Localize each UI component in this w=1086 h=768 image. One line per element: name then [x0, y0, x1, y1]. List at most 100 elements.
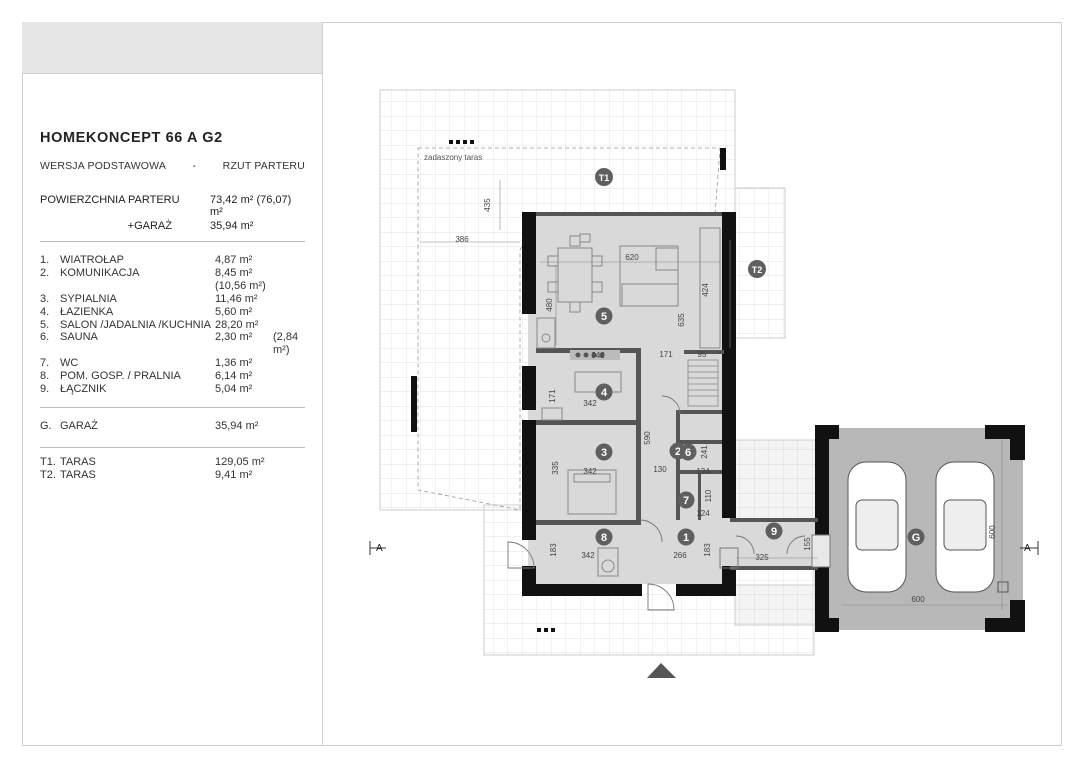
room-area: 5,60 m²	[215, 305, 253, 318]
dimension-label: 342	[583, 399, 597, 408]
room-name: ŁĄCZNIK	[60, 383, 107, 396]
room-marker-label: G	[912, 532, 921, 544]
dimension-label: 325	[755, 553, 769, 562]
divider	[40, 406, 305, 408]
dimension-label: 600	[988, 525, 997, 539]
roof-pillars	[449, 140, 555, 632]
room-name: SYPIALNIA	[60, 292, 117, 305]
dimension-label: 342	[581, 551, 595, 560]
room-marker: T1	[595, 168, 613, 186]
room-marker-circle	[677, 528, 695, 546]
dimension-label: 480	[545, 298, 554, 312]
page-frame	[22, 22, 1062, 746]
room-name: ŁAZIENKA	[60, 305, 114, 318]
garage-area-label: +GARAŻ	[127, 220, 172, 232]
dimension-label: 171	[548, 389, 557, 403]
section-marker-right: A	[1020, 541, 1039, 555]
dimension-label: 635	[677, 313, 686, 327]
room-number: 2.	[40, 266, 50, 279]
room-marker: G	[907, 528, 925, 546]
room-name: POM. GOSP. / PRALNIA	[60, 370, 181, 383]
room-marker: 4	[595, 383, 613, 401]
terrace-row: T1. TARAS 129,05 m²	[40, 456, 305, 469]
room-name: SAUNA	[60, 331, 98, 344]
room-area: 9,41 m²	[215, 468, 253, 481]
entrance-arrow-icon	[647, 663, 676, 678]
room-name: TARAS	[60, 455, 96, 468]
room-marker-label: 5	[601, 311, 607, 323]
room-area: 8,45 m² (10,56 m²)	[215, 266, 266, 292]
house-walls	[522, 212, 736, 596]
section-marker-left: A	[369, 541, 386, 555]
room-number: 4.	[40, 305, 50, 318]
garage-cars	[847, 461, 995, 593]
dimension-label: 183	[703, 543, 712, 557]
room-marker-label: 6	[685, 447, 691, 459]
room-number: T2.	[40, 468, 56, 481]
subtitle-separator: -	[192, 160, 197, 172]
room-marker-label: T2	[752, 265, 763, 275]
ground-area-row: POWIERZCHNIA PARTERU 73,42 m² (76,07) m²	[40, 194, 305, 218]
room-marker: 1	[677, 528, 695, 546]
version-label: WERSJA PODSTAWOWA	[40, 160, 167, 172]
room-area-extra: (2,84 m²)	[273, 331, 299, 357]
room-name: TARAS	[60, 468, 96, 481]
room-marker-label: 7	[683, 495, 689, 507]
dimension-label: 590	[643, 431, 652, 445]
room-number: 1.	[40, 254, 50, 266]
garage-area-row: +GARAŻ 35,94 m²	[40, 220, 305, 232]
covered-terrace-outline	[417, 147, 721, 511]
ground-area-value: 73,42 m² (76,07) m²	[210, 194, 292, 218]
dimension-label: 241	[700, 445, 709, 459]
room-marker-circle	[595, 383, 613, 401]
room-area: 5,04 m²	[215, 383, 253, 396]
room-marker: 9	[765, 522, 783, 540]
dimension-label: 155	[803, 537, 812, 551]
kitchen-counter	[570, 350, 620, 360]
room-area: 1,36 m²	[215, 357, 253, 370]
terrace-row: T2. TARAS 9,41 m²	[40, 469, 305, 482]
dimension-label: 620	[625, 253, 639, 262]
dimension-label: 124	[696, 509, 710, 518]
dimension-label: 183	[549, 543, 558, 557]
room-area: 11,46 m²	[215, 292, 258, 305]
garage-bin	[997, 581, 1009, 593]
room-name: SALON /JADALNIA /KUCHNIA	[60, 318, 211, 331]
door-swings	[507, 395, 806, 611]
room-marker: 7	[677, 491, 695, 509]
dimension-label: 124	[696, 467, 710, 476]
divider	[40, 446, 305, 448]
room-marker-label: 1	[683, 532, 689, 544]
dimension-label: 342	[583, 467, 597, 476]
subtitle-row: WERSJA PODSTAWOWA - RZUT PARTERU	[40, 160, 305, 172]
room-area: 35,94 m²	[215, 419, 259, 432]
garage-door-inner	[811, 534, 831, 568]
room-marker-circle	[595, 168, 613, 186]
room-marker-circle	[765, 522, 783, 540]
room-marker-label: 4	[601, 387, 608, 399]
room-number: 7.	[40, 357, 50, 370]
project-title: HOMEKONCEPT 66 A G2	[40, 130, 223, 146]
living-furniture	[536, 227, 721, 577]
panel-divider	[322, 22, 323, 746]
room-marker-circle	[907, 528, 925, 546]
garage-walls	[815, 425, 1025, 632]
room-row: 4. ŁAZIENKA 5,60 m²	[40, 306, 305, 319]
room-number: T1.	[40, 455, 56, 468]
room-area: 129,05 m²	[215, 455, 265, 468]
room-marker: 3	[595, 443, 613, 461]
dimension-label: 130	[653, 465, 667, 474]
room-marker-label: 3	[601, 447, 607, 459]
divider	[40, 241, 305, 242]
dimension-label: 335	[551, 461, 560, 475]
svg-text:A: A	[376, 543, 383, 554]
room-number: 9.	[40, 383, 50, 396]
